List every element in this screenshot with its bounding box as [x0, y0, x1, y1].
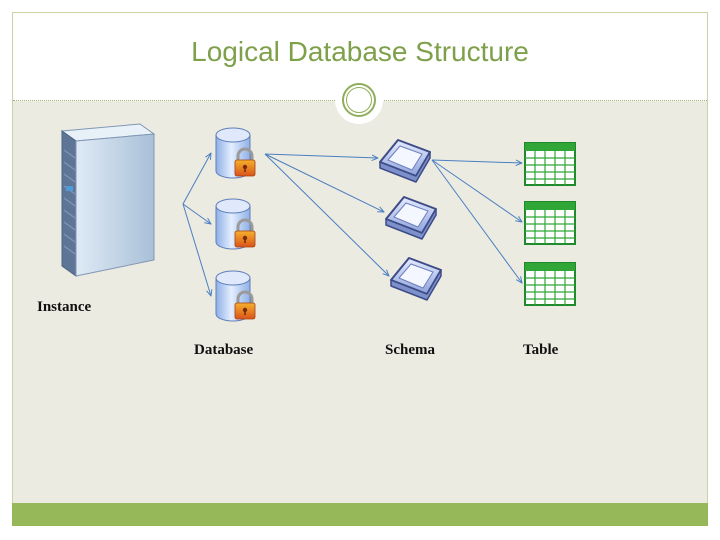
server-icon	[60, 123, 156, 277]
table-icon	[524, 201, 576, 245]
connector-schema-table	[431, 159, 522, 283]
database-icon	[214, 197, 257, 251]
database-icon	[214, 269, 257, 323]
table-icon	[524, 262, 576, 306]
database-label: Database	[194, 342, 254, 358]
schema-tray-icon	[390, 257, 442, 301]
circle-ornament-icon	[335, 76, 383, 124]
footer-bar	[12, 503, 708, 526]
database-icon	[214, 126, 257, 180]
table-label: Table	[523, 342, 559, 358]
connector-instance-database	[182, 153, 211, 296]
instance-label: Instance	[37, 299, 92, 315]
table-icon	[524, 142, 576, 186]
schema-tray-icon	[385, 196, 437, 240]
connector-database-schema	[264, 153, 389, 276]
slide-title: Logical Database Structure	[191, 36, 529, 67]
schema-tray-icon	[379, 139, 431, 183]
schema-label: Schema	[385, 342, 435, 358]
